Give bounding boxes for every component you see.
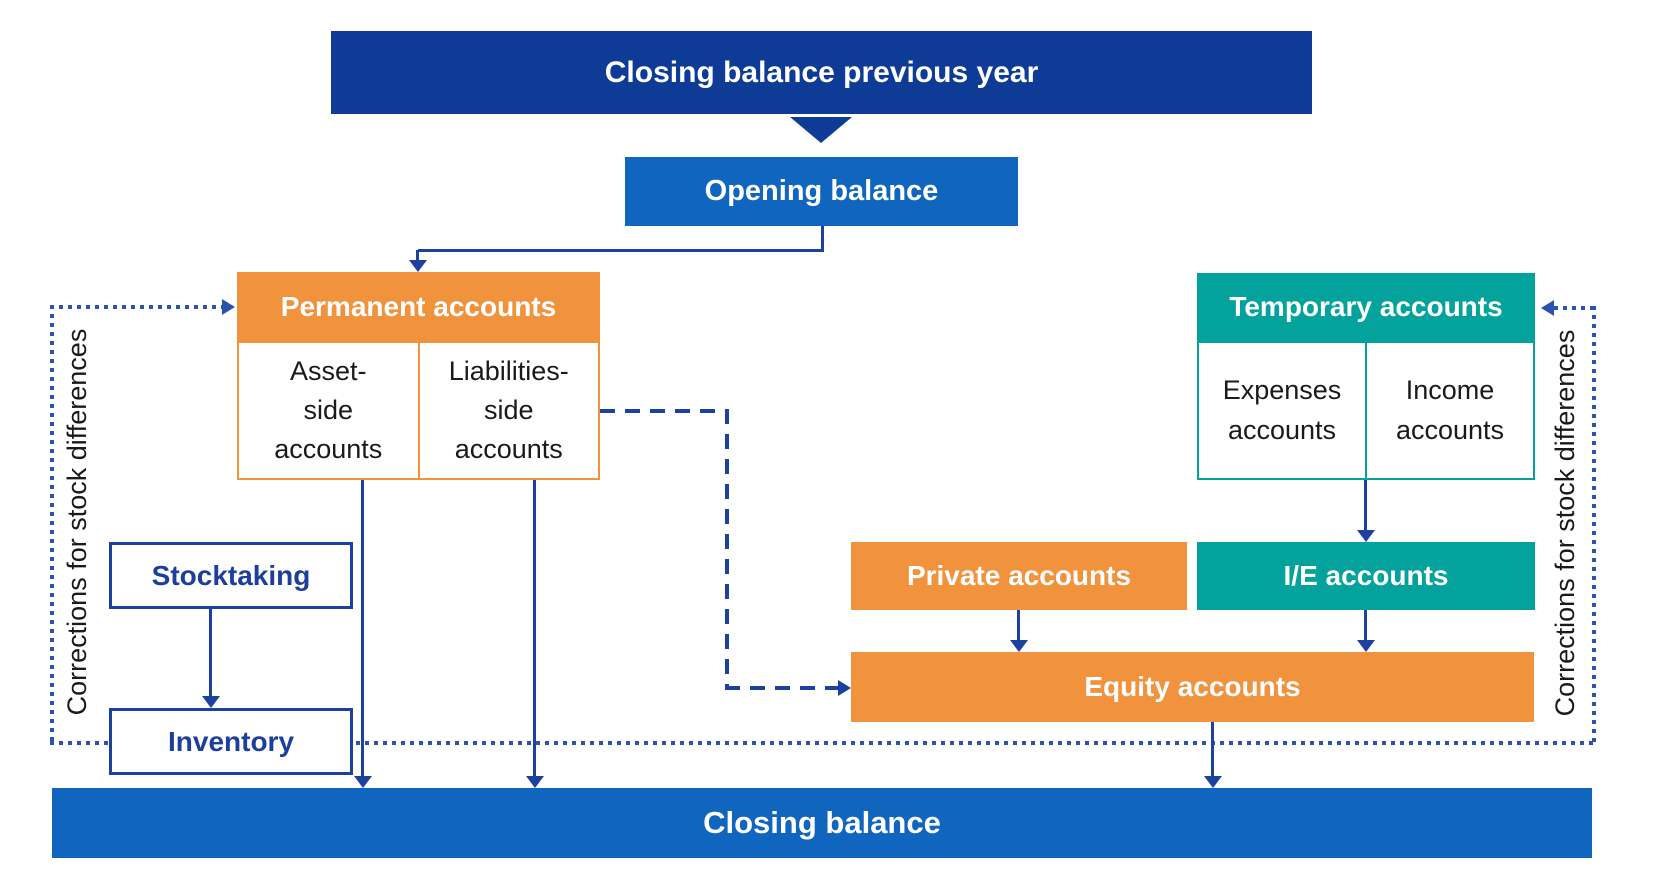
dashed-line-top-horizontal <box>600 409 727 413</box>
box-closing-balance-previous-year: Closing balance previous year <box>331 31 1312 114</box>
connector-temporary-to-ie <box>1364 480 1367 531</box>
connector-into-permanent <box>416 250 419 261</box>
arrowhead-stocktaking-to-inventory-icon <box>202 696 220 708</box>
dashed-line-vertical <box>725 409 729 690</box>
connector-liabilities-to-closing <box>533 480 536 777</box>
temporary-accounts-cells: Expenses accounts Income accounts <box>1197 341 1535 480</box>
box-stocktaking: Stocktaking <box>109 542 353 609</box>
cell-liabilities-side-accounts: Liabilities- side accounts <box>417 343 599 478</box>
corrections-label-right: Corrections for stock differences <box>1550 329 1580 717</box>
arrowhead-temporary-to-ie-icon <box>1357 530 1375 542</box>
connector-asset-to-closing <box>361 480 364 777</box>
dotted-arrowhead-into-permanent-icon <box>222 299 235 315</box>
arrowhead-liabilities-to-closing-icon <box>526 776 544 788</box>
connector-equity-to-closing <box>1211 722 1214 777</box>
dotted-line-bottom-horizontal <box>50 741 1596 745</box>
arrowhead-equity-to-closing-icon <box>1204 776 1222 788</box>
dashed-arrowhead-into-equity-icon <box>838 680 851 696</box>
connector-ie-to-equity <box>1364 610 1367 641</box>
box-temporary-accounts-header: Temporary accounts <box>1197 273 1535 341</box>
box-equity-accounts: Equity accounts <box>851 652 1534 722</box>
dotted-line-left-vertical <box>50 305 54 745</box>
box-ie-accounts: I/E accounts <box>1197 542 1535 610</box>
arrowhead-ie-to-equity-icon <box>1357 640 1375 652</box>
arrowhead-asset-to-closing-icon <box>354 776 372 788</box>
box-inventory: Inventory <box>109 708 353 775</box>
dotted-line-right-vertical <box>1592 306 1596 745</box>
cell-expenses-accounts: Expenses accounts <box>1222 375 1342 445</box>
dotted-line-left-horizontal <box>50 305 222 309</box>
corrections-label-left: Corrections for stock differences <box>62 328 92 716</box>
box-private-accounts: Private accounts <box>851 542 1187 610</box>
dotted-line-right-horizontal <box>1554 306 1596 310</box>
box-opening-balance: Opening balance <box>625 157 1018 226</box>
down-triangle-arrow-icon <box>790 117 852 143</box>
connector-opening-drop <box>821 226 824 252</box>
connector-opening-horizontal <box>418 249 824 252</box>
arrowhead-private-to-equity-icon <box>1010 640 1028 652</box>
cell-income-accounts: Income accounts <box>1365 343 1533 478</box>
cell-asset-side-accounts: Asset- side accounts <box>274 355 383 465</box>
permanent-accounts-cells: Asset- side accounts Liabilities- side a… <box>237 341 600 480</box>
connector-private-to-equity <box>1017 610 1020 641</box>
dotted-arrowhead-into-temporary-icon <box>1541 300 1554 316</box>
box-permanent-accounts-header: Permanent accounts <box>237 272 600 341</box>
dashed-line-bottom-horizontal <box>725 686 838 690</box>
connector-stocktaking-to-inventory <box>209 609 212 697</box>
arrowhead-into-permanent-icon <box>409 260 427 272</box>
box-closing-balance: Closing balance <box>52 788 1592 858</box>
